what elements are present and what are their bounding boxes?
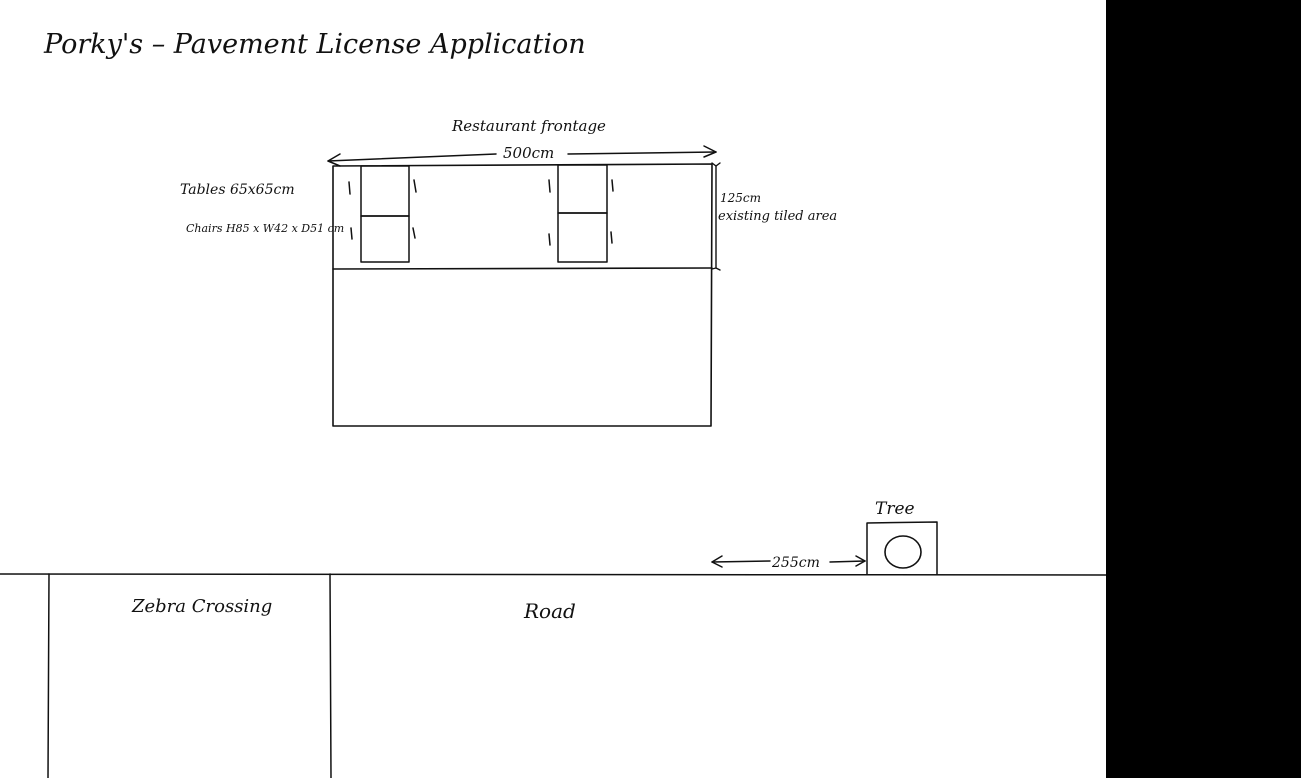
kerb-line xyxy=(0,573,1107,576)
frontage-dimension-arrow xyxy=(327,145,717,167)
road-label: Road xyxy=(523,599,576,623)
table-group-left xyxy=(348,165,417,263)
zebra-crossing-label: Zebra Crossing xyxy=(131,596,272,617)
table-group-right xyxy=(548,164,614,263)
chair xyxy=(548,233,551,246)
chair xyxy=(413,179,417,193)
page-title: Porky's – Pavement License Application xyxy=(43,29,586,60)
tiled-area-label: existing tiled area xyxy=(718,209,837,224)
pavement-area-outline xyxy=(332,163,713,427)
scan-edge-band xyxy=(1106,0,1301,778)
chair xyxy=(348,181,351,195)
table xyxy=(557,164,608,214)
frontage-width-label: 500cm xyxy=(503,144,554,162)
chair xyxy=(350,227,353,240)
tree-distance-arrow xyxy=(711,555,866,568)
tables-label: Tables 65x65cm xyxy=(180,182,295,198)
table xyxy=(557,212,608,263)
table xyxy=(360,165,410,217)
tiled-area-divider xyxy=(332,267,713,270)
chairs-label: Chairs H85 x W42 x D51 cm xyxy=(186,222,344,235)
chair xyxy=(611,179,614,192)
frontage-label: Restaurant frontage xyxy=(451,117,606,135)
tree-label: Tree xyxy=(875,499,915,519)
zebra-crossing-outline xyxy=(47,573,332,778)
tiled-area-depth-label: 125cm xyxy=(720,191,761,205)
tiled-area-depth-arrow xyxy=(711,162,721,271)
chair xyxy=(548,179,551,193)
tree-distance-label: 255cm xyxy=(771,555,820,571)
chair xyxy=(610,231,613,244)
tree-icon xyxy=(866,521,938,575)
chair xyxy=(412,227,416,239)
table xyxy=(360,215,410,263)
